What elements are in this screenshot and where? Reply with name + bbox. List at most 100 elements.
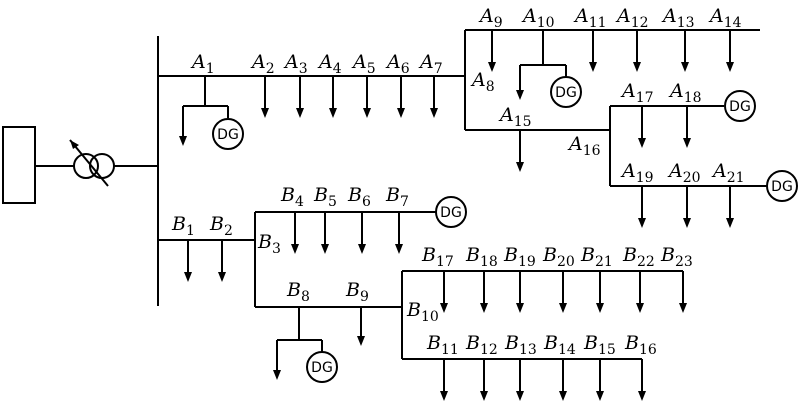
load-arrow-icon	[296, 76, 304, 118]
dg-unit-icon: DG	[306, 351, 338, 383]
node-label-a9: A9	[478, 5, 503, 31]
node-label-a19: A19	[620, 160, 654, 186]
load-arrow-icon	[559, 271, 567, 313]
node-label-a21: A21	[711, 160, 745, 186]
dg-label: DG	[217, 127, 239, 143]
node-label-b19: B19	[503, 244, 536, 270]
node-label-a18: A18	[668, 80, 702, 106]
load-arrow-icon	[516, 271, 524, 313]
load-arrow-icon	[559, 359, 567, 401]
node-label-b17: B17	[421, 244, 454, 270]
load-arrow-icon	[363, 76, 371, 118]
node-label-b23: B23	[660, 244, 693, 270]
load-arrow-icon	[638, 359, 646, 401]
load-arrow-icon	[636, 271, 644, 313]
dg-label: DG	[729, 99, 751, 115]
dg-label: DG	[440, 205, 462, 221]
load-arrow-icon	[261, 76, 269, 118]
node-label-b14: B14	[543, 332, 576, 358]
source-block	[2, 126, 36, 204]
load-arrow-icon	[679, 271, 687, 313]
load-arrow-icon	[329, 76, 337, 118]
load-arrow-icon	[681, 30, 689, 72]
dg-unit-icon: DG	[550, 76, 582, 108]
load-arrow-icon	[596, 359, 604, 401]
load-arrow-icon	[516, 359, 524, 401]
node-label-b8: B8	[286, 279, 310, 305]
transformer-icon	[69, 139, 115, 187]
load-arrow-icon	[273, 340, 281, 380]
node-label-b16: B16	[624, 332, 657, 358]
node-label-a16: A16	[567, 133, 601, 159]
node-label-a11: A11	[573, 5, 607, 31]
load-arrow-icon	[357, 307, 365, 346]
load-arrow-icon	[440, 359, 448, 401]
node-label-b11: B11	[426, 332, 459, 358]
node-label-a8: A8	[470, 69, 495, 95]
dg-units: DG DG DG DG DG DG	[212, 76, 798, 383]
load-arrow-icon	[488, 30, 496, 72]
node-label-b2: B2	[209, 213, 233, 239]
node-label-b15: B15	[583, 332, 616, 358]
load-arrow-icon	[638, 186, 646, 228]
node-label-a12: A12	[615, 5, 649, 31]
load-arrow-icon	[589, 30, 597, 72]
load-arrow-icon	[596, 271, 604, 313]
load-arrow-icon	[321, 212, 329, 254]
node-label-b22: B22	[622, 244, 655, 270]
node-label-b20: B20	[542, 244, 575, 270]
node-label-b9: B9	[345, 279, 369, 305]
node-label-a15: A15	[498, 104, 532, 130]
load-arrow-icon	[430, 76, 438, 118]
dg-unit-icon: DG	[435, 196, 467, 228]
node-label-b12: B12	[465, 332, 498, 358]
load-arrow-icon	[516, 130, 524, 172]
load-arrow-icon	[683, 106, 691, 148]
load-arrows	[179, 30, 734, 401]
node-label-b1: B1	[171, 213, 195, 239]
load-arrow-icon	[179, 106, 187, 146]
dg-label: DG	[555, 85, 577, 101]
node-labels: A1 A2 A3 A4 A5 A6 A7 A8 A9 A10 A11 A12 A…	[171, 5, 745, 358]
dg-label: DG	[311, 360, 333, 376]
node-label-b6: B6	[347, 184, 371, 210]
node-label-a13: A13	[661, 5, 695, 31]
load-arrow-icon	[218, 240, 226, 282]
load-arrow-icon	[726, 186, 734, 228]
load-arrow-icon	[184, 240, 192, 282]
load-arrow-icon	[291, 212, 299, 254]
load-arrow-icon	[683, 186, 691, 228]
node-label-a20: A20	[667, 160, 701, 186]
load-arrow-icon	[395, 212, 403, 254]
node-label-a4: A4	[317, 51, 342, 77]
node-label-a10: A10	[521, 5, 555, 31]
node-label-a7: A7	[418, 51, 443, 77]
load-arrow-icon	[638, 106, 646, 148]
node-label-a6: A6	[385, 51, 410, 77]
node-label-b4: B4	[280, 184, 304, 210]
dg-label: DG	[771, 179, 793, 195]
node-label-a5: A5	[351, 51, 376, 77]
load-arrow-icon	[480, 271, 488, 313]
node-label-b10: B10	[406, 299, 439, 325]
node-label-a2: A2	[250, 51, 275, 77]
node-label-b7: B7	[385, 184, 409, 210]
dg-unit-icon: DG	[212, 118, 244, 150]
load-arrow-icon	[516, 65, 524, 100]
node-label-a14: A14	[708, 5, 742, 31]
load-arrow-icon	[480, 359, 488, 401]
load-arrow-icon	[633, 30, 641, 72]
feeder-b-lines	[158, 211, 683, 360]
load-arrow-icon	[726, 30, 734, 72]
node-label-b21: B21	[580, 244, 613, 270]
node-label-b3: B3	[257, 231, 281, 257]
node-label-a3: A3	[283, 51, 308, 77]
dg-unit-icon: DG	[724, 90, 756, 122]
load-arrow-icon	[397, 76, 405, 118]
load-arrow-icon	[440, 271, 448, 313]
node-label-b5: B5	[313, 184, 337, 210]
load-arrow-icon	[358, 212, 366, 254]
node-label-a17: A17	[620, 80, 654, 106]
feeder-a-lines	[158, 29, 767, 187]
